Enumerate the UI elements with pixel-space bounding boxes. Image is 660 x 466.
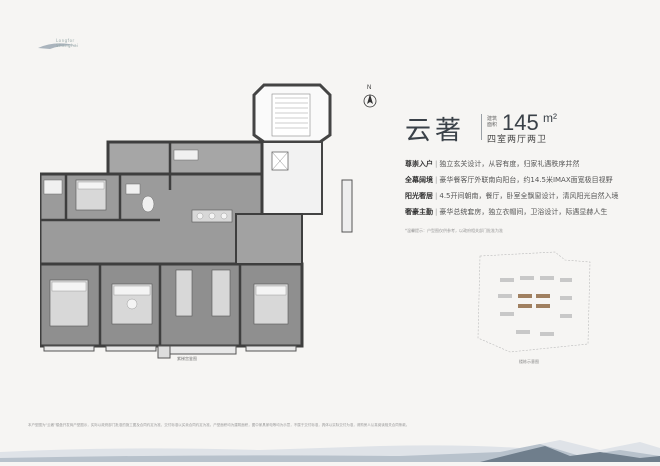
site-caption: 楼栋示意图 xyxy=(519,359,539,364)
feature-item: 阳光奢居|4.5开间朝南，餐厅，卧室全飘窗设计，清风阳光自然入境 xyxy=(405,192,619,200)
disclaimer-text: 本户型图为"云著"楼盘开发商户型图示，实际以政府部门批准的施工图及合同约定为准，… xyxy=(28,423,410,427)
area-value: 145 xyxy=(502,110,539,135)
feature-text: 豪华餐客厅外联南向阳台，约14.5米IMAX面宽极目视野 xyxy=(439,176,613,184)
area-unit: m² xyxy=(543,111,557,125)
feature-text: 独立玄关设计，从容有度，归家礼遇秩序井然 xyxy=(439,160,580,168)
logo-text-line2: Shanghai xyxy=(56,43,79,48)
footnote: *温馨提示：户型图仅供参考，以政府相关部门批准为准 xyxy=(405,228,503,233)
feature-item: 全幕阔境|豪华餐客厅外联南向阳台，约14.5米IMAX面宽极目视野 xyxy=(405,176,613,184)
logo-text-line1: Longfor xyxy=(56,38,75,43)
site-plan xyxy=(470,248,600,358)
title-divider xyxy=(481,114,482,140)
layout-text: 四室两厅两卫 xyxy=(487,135,548,145)
feature-item: 奢豪主勤|豪华总统套房，独立衣帽间，卫浴设计，际遇显赫人生 xyxy=(405,208,608,216)
feature-item: 尊崇入户|独立玄关设计，从容有度，归家礼遇秩序井然 xyxy=(405,160,580,168)
feature-text: 4.5开间朝南，餐厅，卧室全飘窗设计，清风阳光自然入境 xyxy=(439,192,619,200)
area-label: 建筑面积 xyxy=(487,116,498,128)
feature-text: 豪华总统套房，独立衣帽间，卫浴设计，际遇显赫人生 xyxy=(439,208,608,216)
plan-caption: 紫梯宫鉴图 xyxy=(177,356,197,361)
compass-label: N xyxy=(367,85,371,91)
feature-key: 阳光奢居 xyxy=(405,192,433,200)
bottom-decoration xyxy=(0,432,660,462)
feature-key: 全幕阔境 xyxy=(405,176,433,184)
feature-list: 尊崇入户|独立玄关设计，从容有度，归家礼遇秩序井然 全幕阔境|豪华餐客厅外联南向… xyxy=(405,156,655,220)
compass: N xyxy=(362,82,378,110)
brand-logo: Longfor Shanghai xyxy=(36,36,106,56)
title-block: 云著 建筑面积 145 m² 四室两厅两卫 xyxy=(405,108,625,148)
feature-key: 奢豪主勤 xyxy=(405,208,433,216)
feature-key: 尊崇入户 xyxy=(405,160,433,168)
unit-title: 云著 xyxy=(405,116,466,146)
floor-plan xyxy=(38,80,370,370)
